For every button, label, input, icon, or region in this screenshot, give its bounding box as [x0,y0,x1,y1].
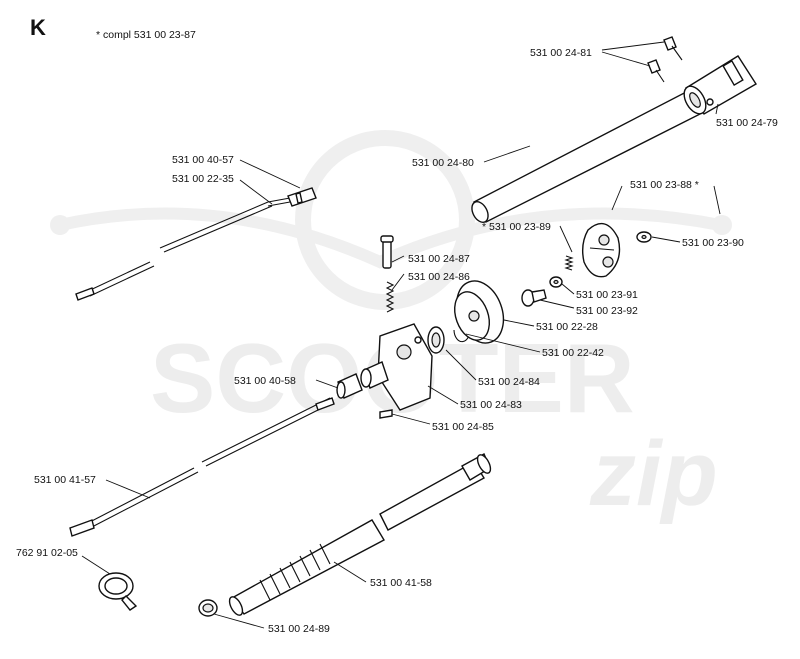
label-531-00-24-80: 531 00 24-80 [412,157,474,169]
part-clutch-drum[interactable] [448,274,511,349]
label-762-91-02-05: 762 91 02-05 [16,547,78,559]
label-531-00-24-81: 531 00 24-81 [530,47,592,59]
part-screw[interactable] [379,409,393,419]
part-clamp-housing[interactable] [680,55,757,117]
part-drive-shaft[interactable] [69,397,335,537]
part-tube[interactable] [469,89,706,225]
part-bushing[interactable] [336,373,363,399]
watermark-handlebar [58,207,722,269]
label-531-00-24-85: 531 00 24-85 [432,421,494,433]
label-531-00-23-90: 531 00 23-90 [682,237,744,249]
watermark-script: zip [589,423,718,525]
compl-note: * compl 531 00 23-87 [96,29,196,41]
part-gear-housing[interactable] [360,323,433,411]
part-clutch-shoes[interactable] [581,222,621,278]
watermark-dot-left [50,215,70,235]
label-531-00-24-87: 531 00 24-87 [408,253,470,265]
part-screws[interactable] [647,36,683,83]
label-531-00-41-57: 531 00 41-57 [34,474,96,486]
part-flex-shaft[interactable] [75,187,317,301]
label-531-00-24-86: 531 00 24-86 [408,271,470,283]
section-letter: K [30,15,46,40]
label-531-00-23-91: 531 00 23-91 [576,289,638,301]
leader-lines [81,41,721,629]
label-531-00-40-57: 531 00 40-57 [172,154,234,166]
part-spring-small[interactable] [385,281,395,313]
part-bearing[interactable] [427,326,445,354]
label-531-00-41-58: 531 00 41-58 [370,577,432,589]
label-531-00-24-83: 531 00 24-83 [460,399,522,411]
label-531-00-23-88: 531 00 23-88 * [630,179,699,191]
label-531-00-24-84: 531 00 24-84 [478,376,540,388]
part-washer-small[interactable] [549,276,563,288]
part-ring[interactable] [198,599,218,617]
watermark: SCOOTER zip [50,130,732,525]
label-531-00-24-89: 531 00 24-89 [268,623,330,635]
part-clutch-spring[interactable] [564,255,574,271]
label-531-00-24-79: 531 00 24-79 [716,117,778,129]
label-531-00-40-58: 531 00 40-58 [234,375,296,387]
part-pin[interactable] [380,235,394,269]
part-shoulder-bolt[interactable] [521,289,547,307]
watermark-ring [295,130,475,310]
label-531-00-23-89: * 531 00 23-89 [482,221,551,233]
label-531-00-23-92: 531 00 23-92 [576,305,638,317]
label-531-00-22-35: 531 00 22-35 [172,173,234,185]
part-outer-tube[interactable] [227,453,493,617]
watermark-dot-right [712,215,732,235]
label-531-00-22-42: 531 00 22-42 [542,347,604,359]
part-labels: 531 00 24-81 531 00 24-79 531 00 24-80 5… [16,47,778,635]
label-531-00-22-28: 531 00 22-28 [536,321,598,333]
part-hose-clamp[interactable] [98,572,138,611]
part-washer-large[interactable] [636,231,652,243]
